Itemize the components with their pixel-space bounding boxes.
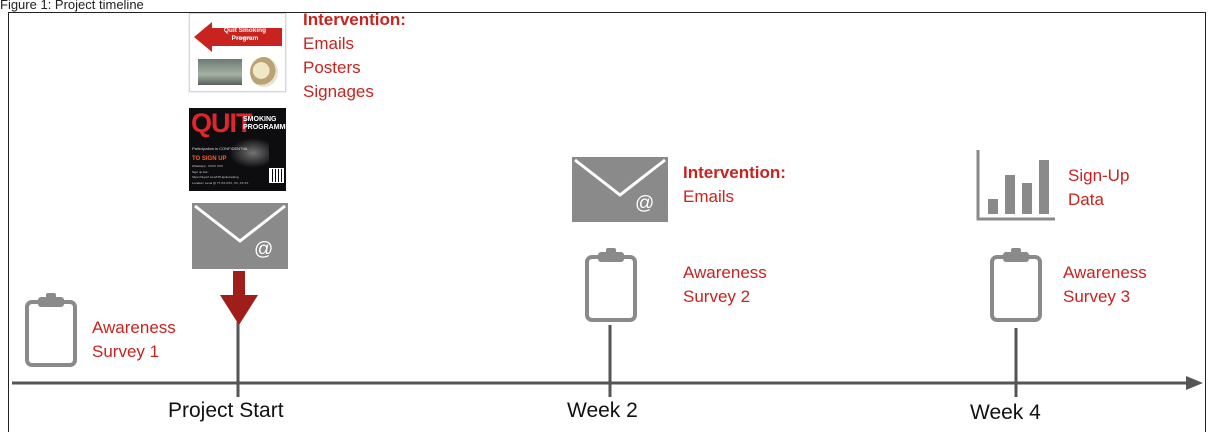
poster-quit-word: QUIT [191, 108, 252, 138]
poster-line-1: SMOKING [243, 116, 277, 123]
survey-3-line-1: Awareness [1063, 263, 1147, 282]
timeline-axis [12, 376, 1203, 390]
intervention-item: Emails [303, 34, 355, 53]
data-line-1: Sign-Up [1068, 166, 1130, 185]
intervention-item: Emails [683, 187, 735, 206]
signage-photo-hallway [198, 59, 242, 85]
email-at-icon: @ [572, 157, 668, 222]
survey-1-label: Awareness Survey 1 [92, 316, 176, 364]
label-week-2: Week 2 [567, 399, 638, 422]
intervention-list-week-2: Intervention: Emails [683, 161, 786, 209]
svg-text:@: @ [635, 193, 654, 214]
poster-signage-image: Quit Smoking Program CAMERY [189, 13, 286, 92]
arrow-down-icon [220, 271, 258, 325]
clipboard-icon [25, 293, 77, 367]
figure-frame [8, 12, 1206, 432]
poster-smoking-word: SMOKING PROGRAMME [243, 116, 286, 132]
intervention-item: Posters [303, 58, 361, 77]
survey-3-line-2: Survey 3 [1063, 287, 1131, 306]
poster-detail-4: Location: Level @ 77-XX-XXX, XX, XX XX [192, 181, 249, 185]
survey-2-label: Awareness Survey 2 [683, 261, 767, 309]
survey-1-line-1: Awareness [92, 318, 176, 337]
signage-photo-round [250, 57, 278, 87]
label-week-4: Week 4 [970, 401, 1041, 424]
poster-line-2: PROGRAMME [243, 124, 286, 131]
intervention-title: Intervention: [683, 163, 786, 182]
figure-caption: Figure 1: Project timeline [0, 0, 144, 12]
poster-detail-2: Sign up link : [192, 170, 210, 174]
qr-code-icon [269, 168, 284, 183]
poster-confidential: Participation is CONFIDENTIAL [192, 146, 249, 151]
poster-detail-3: https://tinyurl.com/NTUquitsmoking [192, 175, 239, 179]
sign-title: Quit Smoking Program [223, 27, 267, 42]
clipboard-icon [990, 248, 1042, 322]
poster-cta: TO SIGN UP [192, 156, 227, 162]
smoke-graphic [229, 138, 269, 168]
survey-3-label: Awareness Survey 3 [1063, 261, 1147, 309]
sign-up-data-label: Sign-Up Data [1068, 164, 1129, 212]
bar-chart-icon [976, 150, 1055, 221]
data-line-2: Data [1068, 190, 1104, 209]
intervention-title: Intervention: [303, 10, 406, 29]
label-project-start: Project Start [168, 399, 284, 422]
survey-1-line-2: Survey 1 [92, 342, 160, 361]
poster-quit-image: QUIT SMOKING PROGRAMME Participation is … [189, 108, 286, 191]
clipboard-icon [585, 248, 637, 322]
survey-2-line-1: Awareness [683, 263, 767, 282]
survey-2-line-2: Survey 2 [683, 287, 751, 306]
svg-text:@: @ [254, 239, 273, 260]
sign-subtitle: CAMERY [237, 36, 253, 40]
email-at-icon: @ [192, 203, 288, 269]
poster-detail-1: Whatsapp : XXXX XXX [192, 164, 223, 168]
intervention-list-start: Intervention: Emails Posters Signages [303, 8, 406, 104]
intervention-item: Signages [303, 82, 374, 101]
red-arrow-sign [194, 22, 282, 52]
